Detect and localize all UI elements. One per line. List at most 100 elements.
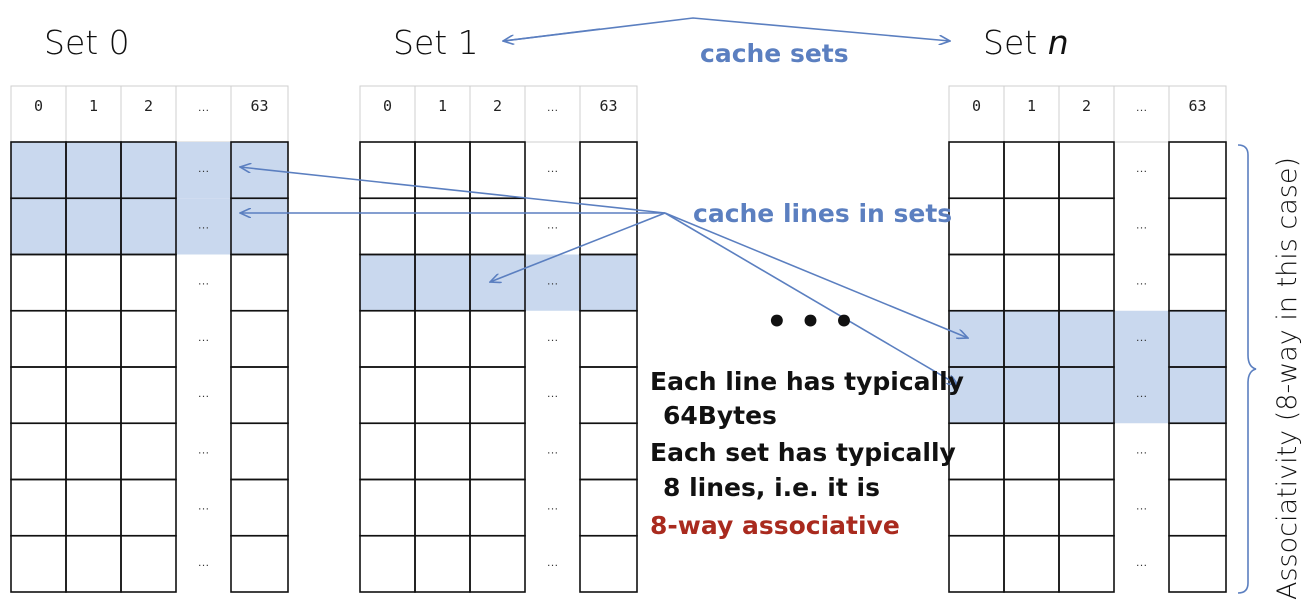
column-label-63: 63 bbox=[599, 97, 617, 115]
cache-cell bbox=[65, 478, 122, 537]
column-label-2: 2 bbox=[144, 97, 153, 115]
cache-cell bbox=[65, 534, 122, 593]
cell-ellipsis: … bbox=[1136, 442, 1148, 456]
cache-sets-label: cache sets bbox=[700, 39, 849, 68]
cache-cell bbox=[1058, 534, 1115, 593]
cell-ellipsis: … bbox=[547, 499, 559, 513]
cache-cell bbox=[120, 534, 177, 593]
column-label-63: 63 bbox=[1188, 97, 1206, 115]
set-n-title: Set n bbox=[983, 23, 1069, 62]
arrow-to-setn-line3 bbox=[664, 212, 968, 338]
cache-cell bbox=[10, 422, 67, 481]
column-label-1: 1 bbox=[89, 97, 98, 115]
cache-cell bbox=[10, 534, 67, 593]
cache-cell bbox=[579, 422, 638, 481]
cell-ellipsis: … bbox=[547, 330, 559, 344]
cache-cell bbox=[414, 478, 471, 537]
arrow-to-set0-line0 bbox=[240, 167, 666, 214]
cache-cell bbox=[469, 534, 526, 593]
cache-cell bbox=[359, 478, 416, 537]
cache-cell bbox=[359, 309, 416, 368]
cache-cell bbox=[948, 534, 1005, 593]
note-set-size: Each set has typically bbox=[650, 438, 956, 467]
cache-cell bbox=[10, 309, 67, 368]
cache-cell bbox=[469, 478, 526, 537]
column-label-ellipsis: … bbox=[1136, 100, 1148, 114]
arrow-to-setn-line4 bbox=[664, 212, 958, 385]
cache-cell bbox=[948, 197, 1005, 256]
cell-ellipsis: … bbox=[1136, 330, 1148, 344]
cache-cell bbox=[1168, 478, 1227, 537]
cache-cell bbox=[414, 309, 471, 368]
cache-cell bbox=[469, 141, 526, 200]
cache-cell bbox=[65, 253, 122, 312]
cache-cell bbox=[359, 141, 416, 200]
cache-cell bbox=[65, 309, 122, 368]
cache-cell bbox=[230, 366, 289, 425]
cache-cell bbox=[10, 253, 67, 312]
cache-cell bbox=[1058, 141, 1115, 200]
associativity-brace bbox=[1237, 144, 1257, 594]
more-sets-ellipsis: • • • bbox=[766, 302, 855, 342]
cache-sets-connector bbox=[502, 17, 950, 41]
set-0-title: Set 0 bbox=[44, 23, 130, 62]
cache-cell bbox=[1168, 197, 1227, 256]
cache-sets-arrow-left bbox=[503, 28, 601, 41]
cache-cell bbox=[120, 366, 177, 425]
cache-cell bbox=[579, 141, 638, 200]
highlighted-cache-line bbox=[360, 254, 637, 311]
cache-cell bbox=[359, 422, 416, 481]
note-associativity: 8-way associative bbox=[650, 511, 900, 540]
cell-ellipsis: … bbox=[198, 274, 210, 288]
cell-ellipsis: … bbox=[547, 386, 559, 400]
set-n-title-main: Set bbox=[983, 23, 1048, 62]
cell-ellipsis: … bbox=[198, 555, 210, 569]
column-label-0: 0 bbox=[34, 97, 43, 115]
note-line-size-value: 64Bytes bbox=[663, 401, 777, 430]
column-label-1: 1 bbox=[1027, 97, 1036, 115]
cache-cell bbox=[1058, 422, 1115, 481]
cell-ellipsis: … bbox=[198, 217, 210, 231]
column-label-2: 2 bbox=[1082, 97, 1091, 115]
cache-cell bbox=[1003, 478, 1060, 537]
highlighted-cache-line bbox=[949, 367, 1226, 424]
cell-ellipsis: … bbox=[547, 217, 559, 231]
cache-cell bbox=[469, 366, 526, 425]
column-label-0: 0 bbox=[383, 97, 392, 115]
cell-ellipsis: … bbox=[547, 555, 559, 569]
cell-ellipsis: … bbox=[1136, 217, 1148, 231]
cache-cell bbox=[469, 422, 526, 481]
cache-cell bbox=[230, 478, 289, 537]
cell-ellipsis: … bbox=[1136, 555, 1148, 569]
column-label-0: 0 bbox=[972, 97, 981, 115]
cache-cell bbox=[1003, 141, 1060, 200]
cache-cell bbox=[1003, 534, 1060, 593]
cache-cell bbox=[1003, 422, 1060, 481]
cache-cell bbox=[1003, 253, 1060, 312]
highlighted-cache-line bbox=[11, 198, 288, 255]
cache-cell bbox=[359, 534, 416, 593]
note-set-size-value: 8 lines, i.e. it is bbox=[663, 473, 880, 502]
cache-cell bbox=[414, 422, 471, 481]
note-line-size: Each line has typically bbox=[650, 367, 964, 396]
cell-ellipsis: … bbox=[547, 274, 559, 288]
cache-cell bbox=[359, 366, 416, 425]
column-label-63: 63 bbox=[250, 97, 268, 115]
cell-ellipsis: … bbox=[198, 161, 210, 175]
cache-cell bbox=[359, 197, 416, 256]
cache-cell bbox=[10, 366, 67, 425]
cell-ellipsis: … bbox=[1136, 386, 1148, 400]
cache-cell bbox=[948, 422, 1005, 481]
cache-cell bbox=[230, 253, 289, 312]
associativity-label: Associativity (8-way in this case) bbox=[1272, 157, 1303, 600]
cache-cell bbox=[579, 534, 638, 593]
column-label-ellipsis: … bbox=[198, 100, 210, 114]
cache-cell bbox=[230, 422, 289, 481]
cache-cell bbox=[230, 534, 289, 593]
cache-lines-label: cache lines in sets bbox=[693, 199, 952, 228]
cache-cell bbox=[414, 197, 471, 256]
cache-cell bbox=[948, 141, 1005, 200]
